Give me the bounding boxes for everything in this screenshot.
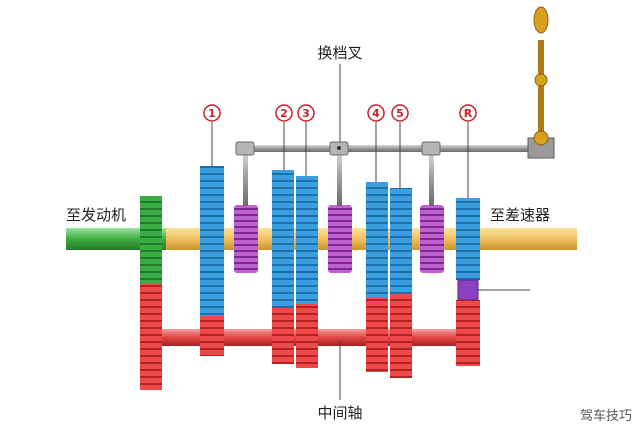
gear-marker-3: 3 (297, 104, 315, 176)
gear-marker-4-label: 4 (372, 107, 380, 120)
gear-1-counter (200, 316, 224, 356)
gear-marker-2: 2 (275, 104, 293, 170)
gear-4-counter (366, 298, 388, 372)
gear-shift-lever-icon (527, 6, 555, 159)
gear-marker-2-label: 2 (280, 107, 288, 120)
gear-marker-3-label: 3 (302, 107, 310, 120)
fork-collar-pin (337, 146, 341, 150)
fork-drop-1-2 (243, 152, 248, 206)
gear-2-counter (272, 308, 294, 364)
gear-3-counter (296, 304, 318, 368)
gear-3-main (296, 176, 318, 304)
reverse-idler (457, 279, 479, 301)
input-gear (140, 196, 162, 284)
gear-2-main (272, 170, 294, 308)
gear-marker-r: R (459, 104, 477, 198)
fork-drop-5-r (429, 152, 434, 206)
shift-rail (236, 145, 532, 152)
to-engine-label: 至发动机 (66, 206, 126, 224)
gear-1-main (200, 166, 224, 316)
gear-marker-5: 5 (391, 104, 409, 188)
synchro-1-2 (234, 205, 258, 273)
gear-r-main (456, 198, 480, 280)
gear-5-counter (390, 294, 412, 378)
gear-5-main (390, 188, 412, 294)
watermark: 驾车技巧 (579, 409, 632, 424)
gear-marker-5-label: 5 (396, 107, 404, 120)
gear-marker-4: 4 (367, 104, 385, 182)
gear-marker-1-label: 1 (208, 107, 216, 120)
shift-fork-label: 换档叉 (317, 44, 362, 62)
countershaft-drive-gear (140, 284, 162, 390)
gear-r-counter (456, 300, 480, 366)
gear-marker-r-label: R (464, 107, 473, 120)
gear-4-main (366, 182, 388, 298)
synchro-3-4 (328, 205, 352, 273)
fork-collar-5-r (421, 141, 441, 156)
countershaft-label: 中间轴 (317, 404, 362, 422)
fork-drop-3-4 (337, 152, 342, 206)
to-differential-label: 至差速器 (490, 206, 550, 224)
gear-marker-1: 1 (203, 104, 221, 166)
synchro-5-r (420, 205, 444, 273)
fork-collar-1-2 (235, 141, 255, 156)
